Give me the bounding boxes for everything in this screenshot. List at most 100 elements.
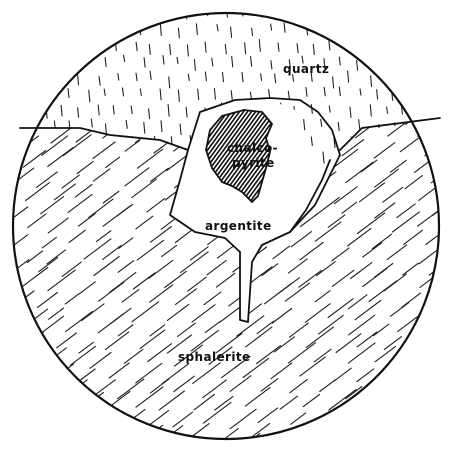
sphalerite-stroke: [425, 318, 446, 334]
quartz-tick: [251, 56, 252, 66]
quartz-tick: [410, 26, 411, 35]
sphalerite-stroke: [357, 213, 384, 234]
sphalerite-stroke: [261, 379, 278, 391]
sphalerite-stroke: [69, 230, 85, 242]
sphalerite-stroke: [291, 111, 313, 128]
sphalerite-stroke: [94, 257, 119, 276]
sphalerite-stroke: [238, 199, 260, 215]
quartz-tick: [70, 60, 71, 69]
sphalerite-stroke: [125, 140, 139, 151]
sphalerite-stroke: [136, 216, 153, 229]
quartz-tick: [311, 137, 312, 146]
sphalerite-stroke: [433, 347, 452, 366]
sphalerite-stroke: [10, 358, 24, 369]
quartz-tick: [298, 10, 299, 17]
sphalerite-stroke: [38, 293, 58, 308]
sphalerite-stroke: [358, 427, 379, 443]
chalcopyrite-hatch: [296, 100, 376, 210]
sphalerite-stroke: [348, 410, 367, 425]
sphalerite-stroke: [301, 214, 318, 227]
quartz-tick: [329, 41, 330, 50]
quartz-tick: [223, 73, 224, 82]
sphalerite-stroke: [430, 285, 452, 306]
sphalerite-stroke: [110, 392, 130, 407]
sphalerite-stroke: [384, 389, 409, 407]
quartz-tick: [113, 106, 114, 114]
quartz-tick: [140, 155, 141, 163]
label-chalcopyrite-line2: pyrite: [232, 156, 275, 170]
label-quartz: quartz: [283, 62, 329, 76]
sphalerite-stroke: [75, 102, 89, 113]
quartz-tick: [126, 120, 127, 128]
sphalerite-stroke: [357, 369, 374, 382]
quartz-tick: [430, 58, 431, 67]
sphalerite-stroke: [6, 321, 28, 337]
sphalerite-stroke: [65, 293, 79, 304]
sphalerite-stroke: [390, 303, 408, 317]
quartz-tick: [350, 107, 351, 117]
sphalerite-stroke: [405, 176, 422, 189]
sphalerite-stroke: [434, 441, 452, 450]
sphalerite-stroke: [314, 349, 331, 362]
sphalerite-stroke: [79, 282, 95, 294]
quartz-tick: [378, 59, 379, 67]
chalcopyrite-hatch: [120, 100, 200, 210]
sphalerite-stroke: [397, 204, 415, 218]
quartz-tick: [403, 75, 404, 81]
quartz-tick: [269, 90, 270, 97]
quartz-tick: [178, 90, 179, 101]
quartz-tick: [71, 155, 72, 164]
sphalerite-stroke: [274, 337, 294, 352]
quartz-tick: [97, 140, 98, 150]
sphalerite-stroke: [207, 260, 226, 274]
sphalerite-stroke: [442, 364, 452, 379]
sphalerite-stroke: [448, 147, 452, 167]
quartz-tick: [131, 106, 132, 113]
quartz-tick: [86, 25, 87, 33]
quartz-tick: [415, 59, 416, 67]
sphalerite-stroke: [175, 289, 196, 305]
sphalerite-stroke: [122, 289, 139, 302]
sphalerite-stroke: [89, 199, 113, 217]
quartz-tick: [338, 123, 339, 131]
quartz-tick: [374, 24, 375, 30]
quartz-tick: [281, 103, 282, 109]
quartz-tick: [149, 13, 150, 25]
sphalerite-stroke: [27, 251, 42, 263]
quartz-tick: [105, 57, 106, 66]
quartz-tick: [163, 155, 164, 167]
sphalerite-stroke: [290, 323, 309, 337]
sphalerite-stroke: [374, 324, 389, 336]
sphalerite-stroke: [11, 102, 37, 122]
sphalerite-stroke: [126, 436, 149, 450]
quartz-tick: [421, 10, 422, 18]
sphalerite-stroke: [443, 309, 452, 322]
quartz-tick: [321, 119, 322, 126]
quartz-tick: [285, 121, 286, 130]
quartz-tick: [61, 105, 62, 116]
sphalerite-stroke: [306, 129, 323, 142]
quartz-tick: [123, 88, 124, 96]
sphalerite-stroke: [39, 258, 58, 272]
quartz-tick: [271, 61, 272, 69]
sphalerite-stroke: [360, 183, 385, 202]
sphalerite-stroke: [28, 214, 46, 228]
sphalerite-stroke: [109, 363, 129, 378]
quartz-tick: [50, 154, 51, 161]
sphalerite-inner-vein: [290, 160, 330, 232]
sphalerite-stroke: [439, 129, 452, 142]
quartz-tick: [386, 77, 387, 83]
sphalerite-stroke: [10, 260, 29, 274]
quartz-tick: [250, 92, 251, 99]
sphalerite-stroke: [287, 203, 305, 216]
sphalerite-stroke: [288, 259, 307, 273]
sphalerite-stroke: [262, 264, 278, 276]
sphalerite-stroke: [82, 304, 104, 321]
sphalerite-stroke: [383, 187, 403, 202]
sphalerite-stroke: [110, 273, 136, 293]
chalcopyrite-hatch: [268, 100, 348, 210]
sphalerite-stroke: [376, 104, 403, 125]
sphalerite-stroke: [307, 327, 334, 347]
quartz-tick: [198, 151, 199, 159]
quartz-tick: [369, 40, 370, 47]
